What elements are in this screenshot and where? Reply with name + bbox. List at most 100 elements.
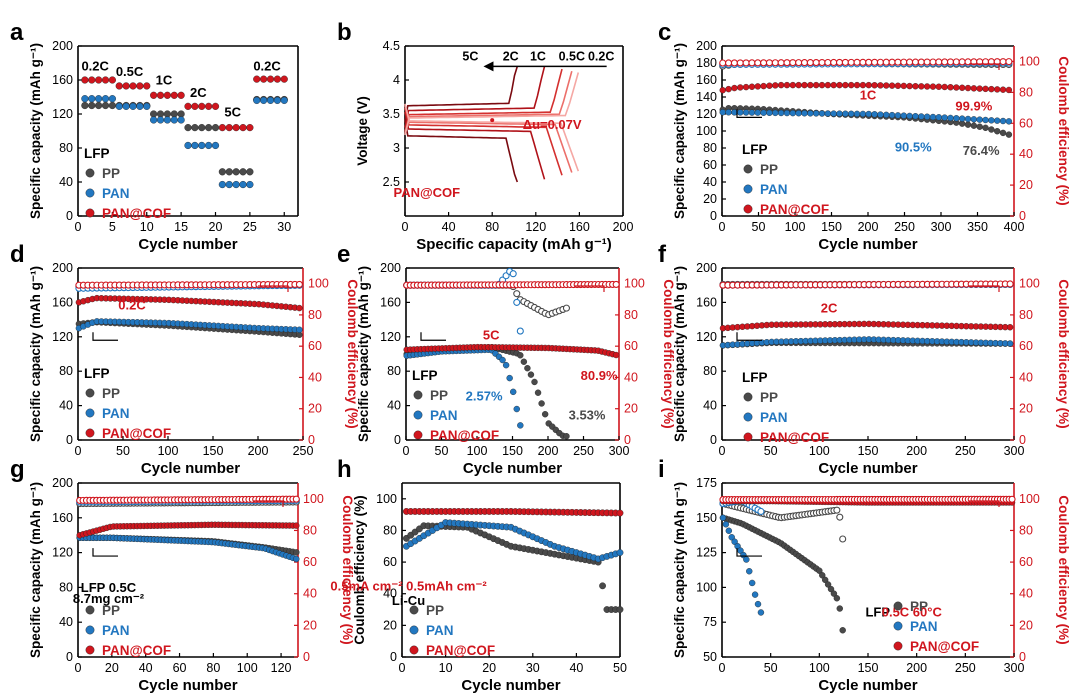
rate-label: 1C bbox=[530, 49, 546, 63]
capacity-point bbox=[821, 576, 829, 584]
capacity-point bbox=[748, 109, 756, 116]
x-tick-label: 250 bbox=[573, 444, 594, 458]
charge-curve bbox=[404, 68, 563, 132]
capacity-point bbox=[517, 422, 524, 429]
y-tick-label: 120 bbox=[380, 330, 401, 344]
capacity-point bbox=[599, 582, 606, 590]
y2-tick-label: 60 bbox=[1019, 555, 1033, 569]
legend-entry: PAN bbox=[430, 408, 458, 423]
y-tick-label: 180 bbox=[696, 56, 717, 70]
x-tick-label: 0 bbox=[75, 444, 82, 458]
capacity-point bbox=[941, 83, 948, 91]
capacity-point bbox=[616, 549, 624, 556]
legend-marker bbox=[85, 428, 95, 438]
capacity-point bbox=[964, 115, 972, 123]
capacity-point bbox=[877, 82, 884, 89]
capacity-point bbox=[293, 522, 300, 529]
data-point bbox=[143, 82, 151, 90]
y-tick-label: 160 bbox=[696, 73, 717, 87]
data-point bbox=[81, 101, 89, 110]
data-point bbox=[95, 76, 103, 84]
x-tick-label: 50 bbox=[752, 220, 766, 234]
capacity-point bbox=[819, 572, 826, 579]
y2-tick-label: 80 bbox=[303, 523, 317, 537]
annotation: 0.5C bbox=[116, 64, 144, 79]
capacity-point bbox=[816, 567, 823, 574]
y-axis-label: Specific capacity (mAh g⁻¹) bbox=[672, 266, 687, 442]
rate-label: 5C bbox=[462, 49, 478, 63]
ce-point bbox=[789, 59, 797, 67]
data-point bbox=[191, 141, 199, 150]
capacity-point bbox=[807, 110, 814, 117]
panel-label: e bbox=[337, 241, 350, 268]
capacity-axis-pointer bbox=[92, 548, 118, 557]
data-point bbox=[184, 123, 192, 132]
ce-axis-pointer bbox=[258, 285, 289, 292]
data-point bbox=[81, 95, 89, 103]
x-tick-label: 150 bbox=[858, 444, 879, 458]
capacity-point bbox=[836, 605, 843, 612]
y-tick-label: 80 bbox=[703, 364, 717, 378]
y-tick-label: 4.5 bbox=[383, 39, 400, 53]
annotation: LFP bbox=[865, 605, 890, 620]
capacity-point bbox=[737, 109, 744, 116]
ce-point bbox=[839, 535, 847, 543]
data-point bbox=[198, 141, 206, 150]
capacity-point bbox=[970, 116, 978, 123]
ce-point bbox=[853, 58, 861, 66]
y-tick-label: 0 bbox=[710, 433, 717, 447]
ce-point bbox=[760, 59, 768, 67]
y-tick-label: 2.5 bbox=[383, 175, 400, 189]
capacity-point bbox=[953, 84, 960, 91]
capacity-point bbox=[853, 110, 861, 118]
capacity-point bbox=[513, 405, 520, 413]
legend-marker bbox=[743, 204, 753, 214]
data-point bbox=[211, 102, 220, 110]
y-tick-label: 40 bbox=[387, 399, 401, 413]
capacity-point bbox=[812, 110, 820, 117]
data-point bbox=[232, 168, 240, 176]
data-point bbox=[218, 123, 226, 132]
y-tick-label: 100 bbox=[376, 492, 397, 506]
ce-point bbox=[765, 59, 774, 67]
capacity-point bbox=[830, 110, 837, 117]
x-axis-label: Cycle number bbox=[461, 677, 560, 694]
capacity-point bbox=[795, 109, 802, 117]
annotation: 99.9% bbox=[955, 99, 992, 114]
data-point bbox=[163, 116, 171, 124]
capacity-point bbox=[757, 609, 765, 616]
y-tick-label: 0 bbox=[66, 433, 73, 447]
ce-point bbox=[871, 58, 879, 66]
ce-point bbox=[742, 59, 750, 67]
legend-entry: PAN bbox=[910, 619, 938, 634]
y-tick-label: 0 bbox=[390, 650, 397, 664]
capacity-point bbox=[859, 110, 867, 118]
ce-point bbox=[562, 304, 571, 312]
legend-title: LFP bbox=[742, 370, 768, 385]
capacity-point bbox=[918, 113, 925, 120]
legend-title: LFP bbox=[742, 142, 768, 157]
y2-tick-label: 80 bbox=[308, 308, 322, 322]
x-tick-label: 300 bbox=[1004, 444, 1025, 458]
capacity-point bbox=[616, 509, 624, 517]
rate-label: 2C bbox=[503, 49, 519, 63]
capacity-axis-pointer bbox=[420, 332, 446, 341]
ce-point bbox=[295, 280, 303, 288]
data-point bbox=[101, 95, 110, 103]
y-tick-label: 0 bbox=[66, 209, 73, 223]
data-point bbox=[81, 76, 89, 84]
x-tick-label: 0 bbox=[75, 220, 82, 234]
data-point bbox=[122, 102, 130, 110]
y-tick-label: 140 bbox=[696, 90, 717, 104]
annotation: Li-Cu bbox=[392, 593, 425, 608]
x-tick-label: 30 bbox=[277, 220, 291, 234]
y-tick-label: 120 bbox=[696, 330, 717, 344]
capacity-point bbox=[754, 109, 761, 116]
capacity-point bbox=[748, 579, 756, 587]
y-tick-label: 80 bbox=[387, 364, 401, 378]
legend-title: LFP bbox=[84, 146, 110, 161]
capacity-point bbox=[510, 388, 517, 396]
x-tick-label: 150 bbox=[858, 661, 879, 675]
ce-axis-pointer bbox=[574, 285, 605, 292]
